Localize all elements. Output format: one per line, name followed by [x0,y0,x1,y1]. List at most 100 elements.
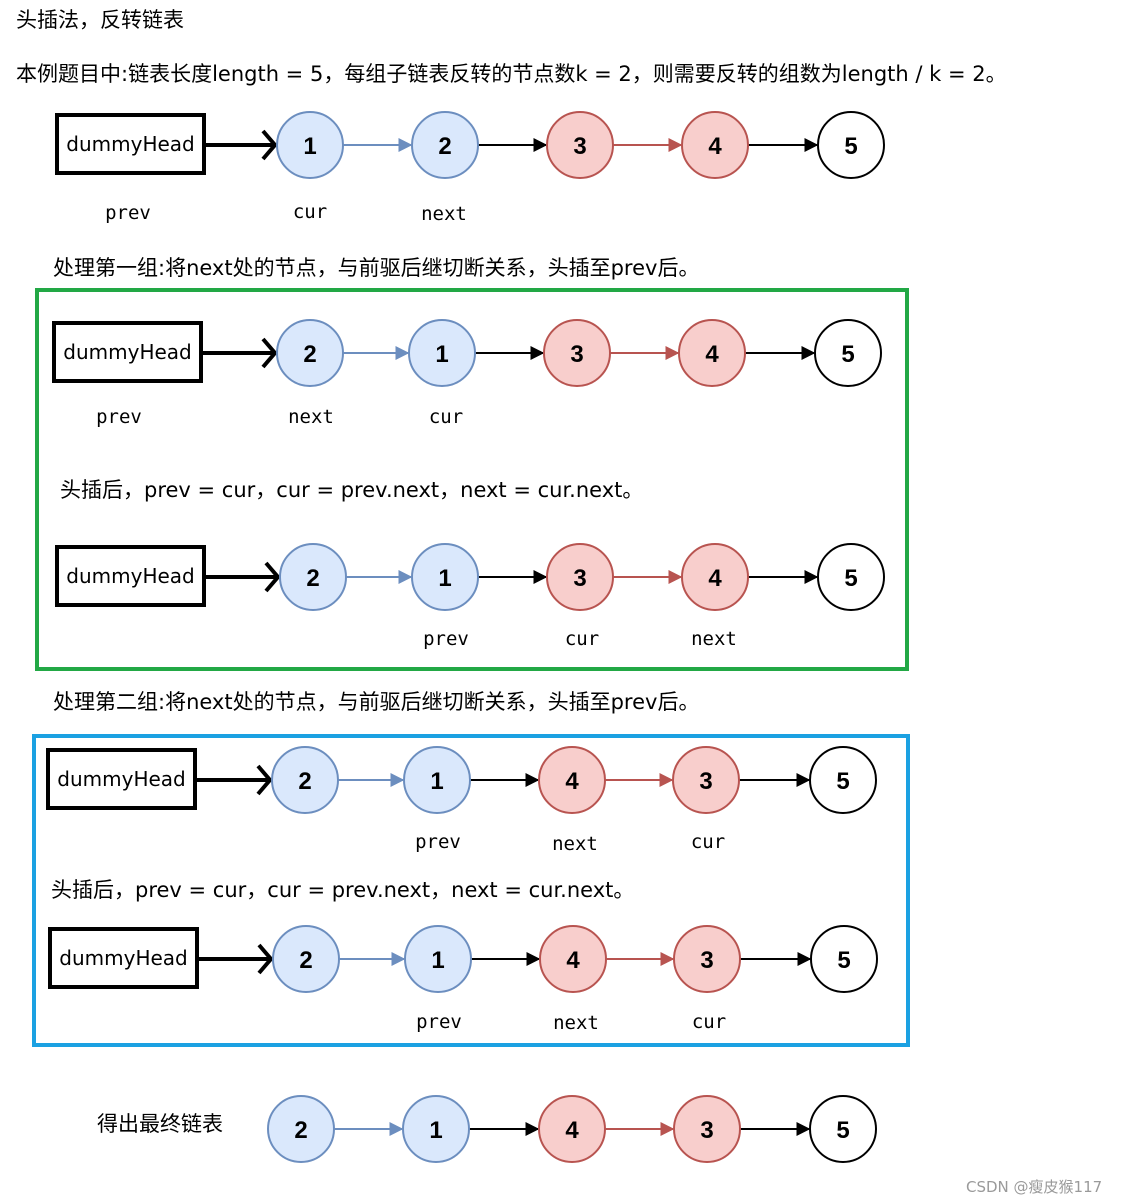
node-circle [817,111,885,179]
list-node: 2 [411,111,479,179]
dummy-next-arrowhead [257,943,274,975]
pointer-label-prev: prev [416,1011,462,1033]
list-node: 4 [681,543,749,611]
node-circle [810,925,878,993]
node-value: 2 [303,341,316,368]
node-circle [543,319,611,387]
node-value: 5 [837,947,850,974]
node-value: 5 [836,1117,849,1144]
node-circle [279,543,347,611]
node-circle [276,111,344,179]
list-node: 4 [538,1095,606,1163]
dummy-head-box: dummyHead [55,113,206,175]
node-value: 3 [573,565,586,592]
list-node: 3 [673,1095,741,1163]
node-circle [546,111,614,179]
list-node: 5 [809,746,877,814]
node-value: 5 [844,565,857,592]
pointer-label-prev: prev [415,831,461,853]
pointer-label-next: next [553,1012,599,1034]
pointer-label-cur: cur [564,628,600,650]
node-value: 4 [566,947,580,974]
node-circle [672,746,740,814]
node-circle [673,1095,741,1163]
dummy-next-arrowhead [264,561,281,593]
node-circle [809,1095,877,1163]
pointer-label-next: next [552,833,598,855]
dummy-head-box: dummyHead [46,748,197,810]
node-value: 1 [431,947,444,974]
node-value: 1 [303,133,316,160]
node-value: 3 [699,768,712,795]
pointer-label-cur: cur [428,406,464,428]
node-circle [681,543,749,611]
node-circle [272,925,340,993]
node-value: 4 [708,133,722,160]
node-value: 1 [430,768,443,795]
node-value: 2 [299,947,312,974]
list-node: 1 [408,319,476,387]
pointer-label-next: next [421,203,467,225]
dummy-next-arrowhead [261,337,278,369]
dummy-head-box: dummyHead [52,321,203,383]
node-circle [673,925,741,993]
list-node: 5 [809,1095,877,1163]
list-node: 4 [681,111,749,179]
dummy-next-arrowhead [261,129,278,161]
node-value: 3 [570,341,583,368]
node-circle [678,319,746,387]
dummy-next-arrowhead [256,764,273,796]
list-node: 5 [814,319,882,387]
node-circle [538,746,606,814]
list-node: 1 [403,746,471,814]
node-value: 4 [708,565,722,592]
pointer-label-next: next [691,628,737,650]
node-value: 4 [705,341,719,368]
node-circle [402,1095,470,1163]
intro-text: 本例题目中:链表长度length = 5，每组子链表反转的节点数k = 2，则需… [16,62,1007,86]
node-value: 2 [438,133,451,160]
list-node: 3 [672,746,740,814]
node-value: 2 [294,1117,307,1144]
node-value: 1 [429,1117,442,1144]
watermark: CSDN @瘦皮猴117 [966,1178,1103,1196]
list-node: 5 [817,111,885,179]
group2-after-text: 头插后，prev = cur，cur = prev.next，next = cu… [51,878,635,902]
list-node: 1 [411,543,479,611]
list-node: 3 [546,543,614,611]
pointer-label-cur: cur [691,1011,727,1033]
pointer-label-cur: cur [292,201,328,223]
node-value: 4 [565,1117,579,1144]
list-node: 1 [404,925,472,993]
node-circle [546,543,614,611]
list-node: 3 [546,111,614,179]
group1-after-text: 头插后，prev = cur，cur = prev.next，next = cu… [60,478,644,502]
node-circle [404,925,472,993]
node-value: 5 [836,768,849,795]
node-circle [276,319,344,387]
node-value: 1 [438,565,451,592]
pointer-label-cur: cur [690,831,726,853]
list-node: 4 [539,925,607,993]
node-circle [411,111,479,179]
list-node: 5 [810,925,878,993]
page-title: 头插法，反转链表 [16,8,184,32]
node-circle [814,319,882,387]
list-node: 5 [817,543,885,611]
pointer-label-prev: prev [105,202,151,224]
final-label: 得出最终链表 [97,1112,223,1136]
node-circle [271,746,339,814]
list-node: 2 [271,746,339,814]
group1-heading: 处理第一组:将next处的节点，与前驱后继切断关系，头插至prev后。 [53,256,700,280]
pointer-label-prev: prev [423,628,469,650]
node-value: 5 [841,341,854,368]
node-circle [411,543,479,611]
list-node: 2 [267,1095,335,1163]
node-value: 3 [573,133,586,160]
group2-frame [32,734,910,1047]
node-circle [539,925,607,993]
dummy-head-box: dummyHead [55,545,206,607]
list-node: 2 [272,925,340,993]
node-value: 3 [700,1117,713,1144]
